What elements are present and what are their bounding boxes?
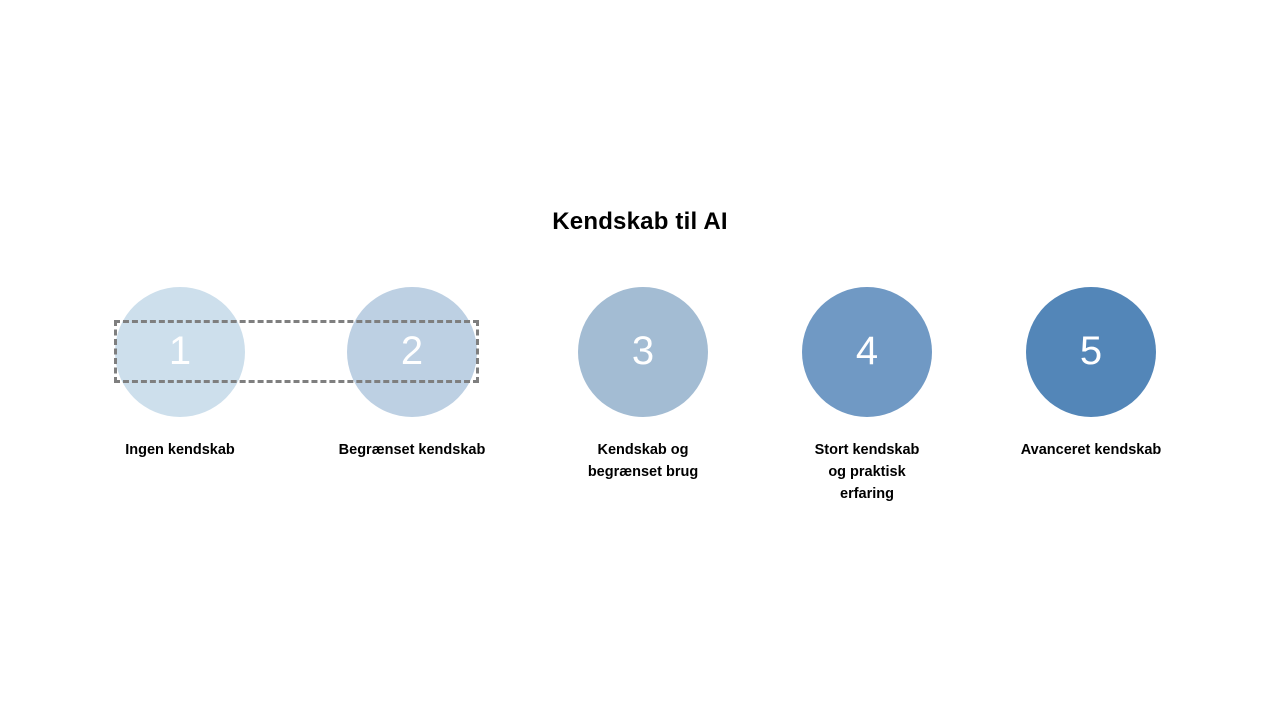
stage-circle-1[interactable]: 1 [115, 287, 245, 417]
stage-label-5: Avanceret kendskab [1020, 442, 1162, 458]
stage-group-3[interactable]: 3 Kendskab og begrænset brug [543, 287, 743, 517]
stage-label-2: Begrænset kendskab [338, 442, 486, 458]
stage-group-5[interactable]: 5 Avanceret kendskab [991, 287, 1191, 517]
stage-circle-5[interactable]: 5 [1026, 287, 1156, 417]
stage-label-3: Kendskab og begrænset brug [587, 442, 699, 480]
stage-label-4: Stort kendskab og praktisk erfaring [814, 442, 920, 502]
stage-number-4: 4 [855, 329, 879, 373]
stage-group-2[interactable]: 2 Begrænset kendskab [312, 287, 512, 517]
page-title: Kendskab til AI [552, 208, 728, 235]
stage-number-2: 2 [400, 329, 424, 373]
stage-circle-4[interactable]: 4 [802, 287, 932, 417]
stage-circle-2[interactable]: 2 [347, 287, 477, 417]
stage-circle-3[interactable]: 3 [578, 287, 708, 417]
stage-group-4[interactable]: 4 Stort kendskab og praktisk erfaring [767, 287, 967, 517]
stage-number-3: 3 [631, 329, 655, 373]
stage-label-1: Ingen kendskab [125, 442, 235, 458]
stage-number-5: 5 [1079, 329, 1103, 373]
stage-number-1: 1 [168, 329, 192, 373]
stage-group-1[interactable]: 1 Ingen kendskab [80, 287, 280, 517]
